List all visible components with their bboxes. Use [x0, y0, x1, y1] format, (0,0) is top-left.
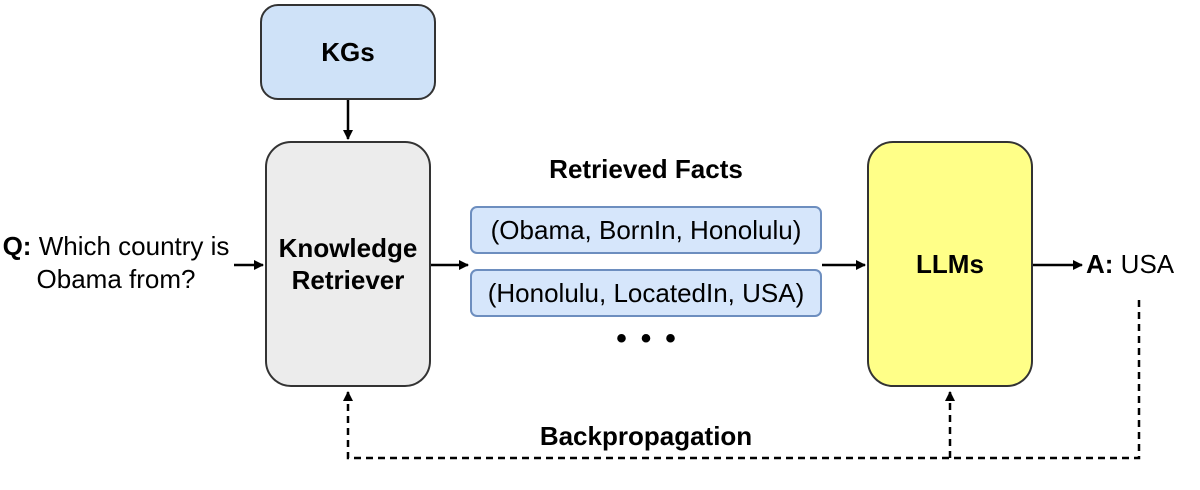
llms-label: LLMs [916, 248, 984, 279]
fact-text: (Obama, BornIn, Honolulu) [490, 214, 802, 245]
question: Q: Which country is Obama from? [0, 230, 232, 295]
llms-node: LLMs [867, 141, 1033, 387]
question-text: Which country is Obama from? [36, 231, 230, 294]
knowledge-retriever-label: Knowledge Retriever [278, 232, 418, 296]
fact-text: (Honolulu, LocatedIn, USA) [487, 277, 805, 308]
fact-item: (Obama, BornIn, Honolulu) [470, 206, 822, 254]
answer-text: USA [1120, 249, 1175, 279]
knowledge-retriever-node: Knowledge Retriever [265, 141, 431, 387]
fact-item: (Honolulu, LocatedIn, USA) [470, 269, 822, 317]
kgs-label: KGs [321, 36, 375, 67]
answer: A: USA [1086, 249, 1174, 280]
backprop-path [343, 300, 1141, 460]
answer-prefix: A: [1086, 249, 1114, 279]
kgs-node: KGs [260, 4, 436, 100]
more-facts-ellipsis: ••• [616, 322, 690, 355]
question-prefix: Q: [2, 231, 32, 261]
retrieved-facts-heading: Retrieved Facts [549, 154, 743, 184]
backpropagation-label: Backpropagation [539, 421, 753, 451]
